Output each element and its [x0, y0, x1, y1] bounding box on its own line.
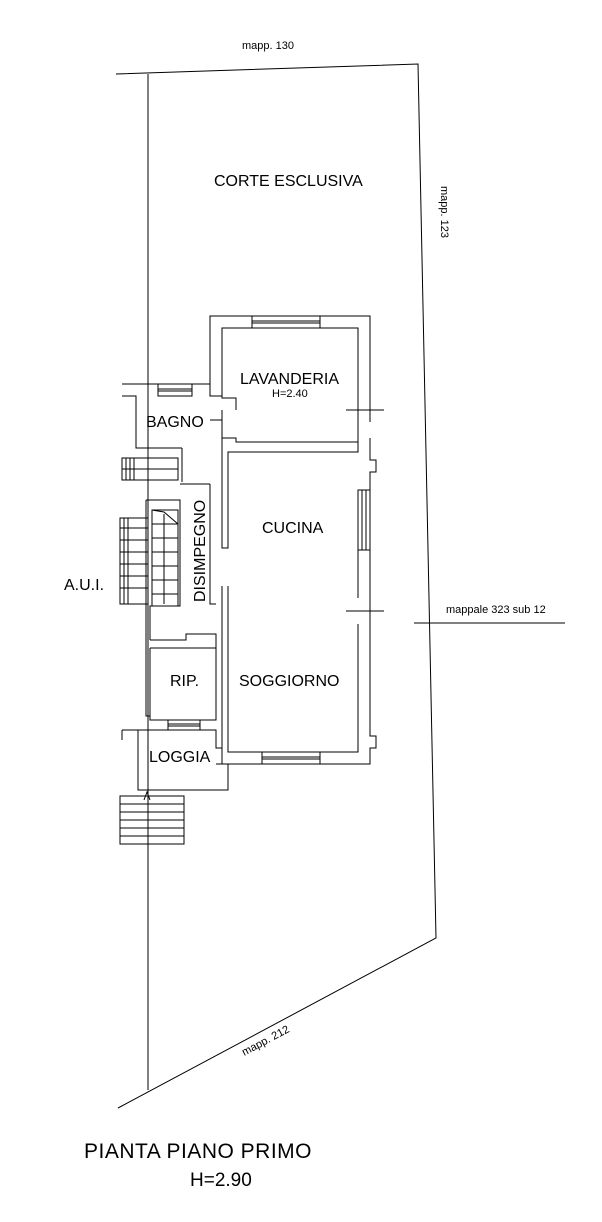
room-label-aui: A.U.I.	[64, 577, 105, 594]
room-label-soggiorno: SOGGIORNO	[239, 673, 340, 690]
plan-height: H=2.90	[190, 1170, 252, 1191]
room-label-corte: CORTE ESCLUSIVA	[214, 173, 363, 190]
parcel-label-top: mapp. 130	[242, 40, 294, 52]
room-label-disimpegno: DISIMPEGNO	[192, 499, 209, 602]
room-label-bagno: BAGNO	[146, 414, 204, 431]
room-label-loggia: LOGGIA	[149, 749, 211, 766]
parcel-label-right: mapp. 123	[438, 186, 450, 238]
room-label-cucina: CUCINA	[262, 520, 324, 537]
room-label-lavanderia: LAVANDERIA	[240, 371, 339, 388]
lot-boundary	[115, 63, 437, 1109]
room-label-rip: RIP.	[170, 673, 200, 690]
room-height-lavanderia: H=2.40	[272, 388, 308, 400]
parcel-label-sub: mappale 323 sub 12	[446, 604, 546, 616]
plan-title: PIANTA PIANO PRIMO	[84, 1140, 312, 1163]
